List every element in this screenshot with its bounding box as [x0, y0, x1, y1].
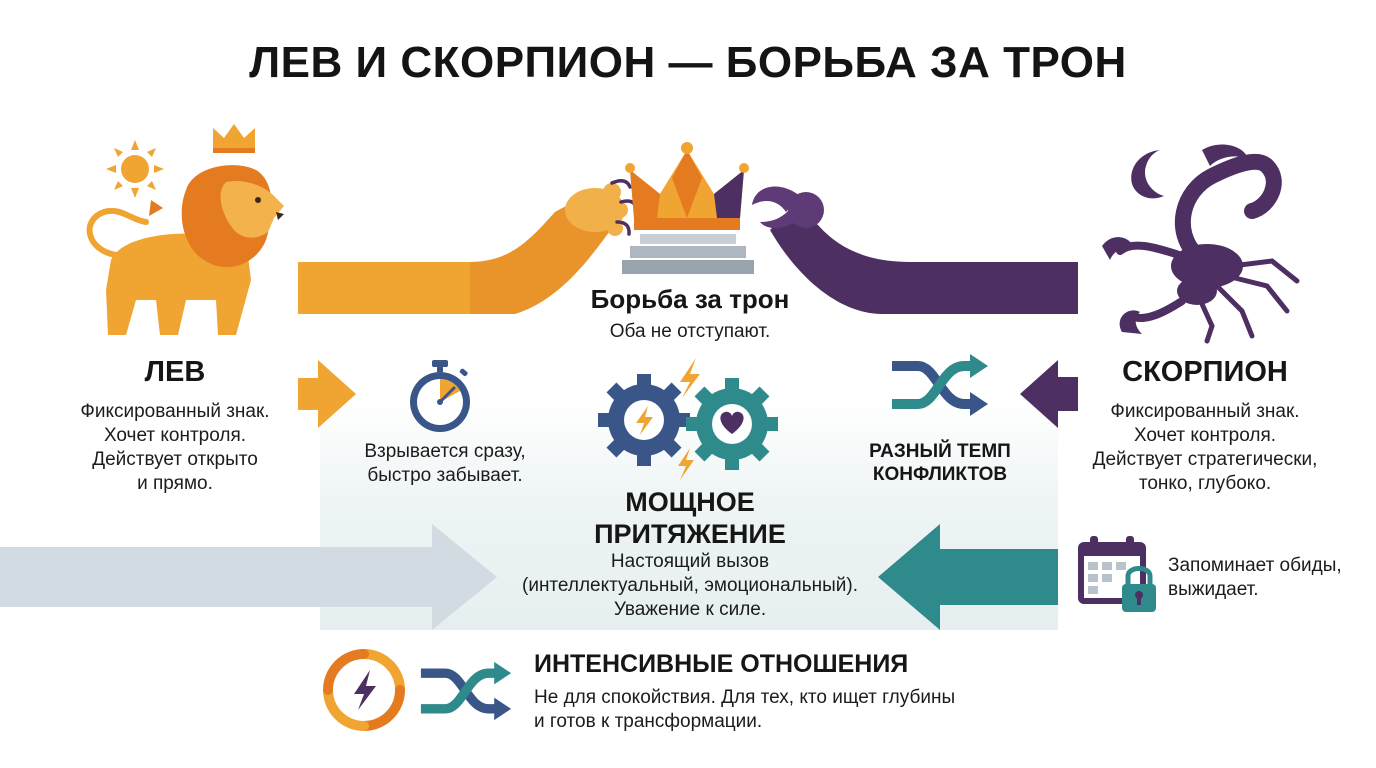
swirl-icon [323, 649, 405, 731]
tempo-label: РАЗНЫЙ ТЕМП КОНФЛИКТОВ [850, 440, 1030, 486]
leo-temper-line: Взрывается сразу, [364, 441, 526, 462]
leo-line: и прямо. [137, 473, 213, 494]
scorpion-arm [752, 186, 1078, 314]
attraction-text: Настоящий вызов (интеллектуальный, эмоци… [490, 550, 890, 622]
shuffle-icon [420, 661, 512, 721]
scorpio-line: Действует стратегически, [1092, 449, 1318, 470]
leo-name: ЛЕВ [144, 356, 206, 388]
tempo-line: РАЗНЫЙ ТЕМП [869, 441, 1011, 462]
leo-line: Хочет контроля. [103, 425, 247, 446]
stopwatch-icon [410, 360, 470, 432]
orange-small-arrow [298, 360, 356, 428]
leo-description: Фиксированный знак. Хочет контроля. Дейс… [50, 400, 300, 496]
gears-icon [598, 358, 778, 480]
leo-temper-line: быстро забывает. [367, 465, 523, 486]
attraction-title-line: ПРИТЯЖЕНИЕ [594, 519, 786, 549]
intense-line: и готов к трансформации. [534, 711, 763, 732]
scorpio-line: тонко, глубоко. [1138, 473, 1272, 494]
moon-icon [1131, 150, 1164, 199]
scorpio-memory-text: Запоминает обиды, выжидает. [1168, 554, 1368, 602]
scorpio-line: Хочет контроля. [1133, 425, 1277, 446]
leo-line: Фиксированный знак. [80, 401, 270, 422]
scorpio-memory-line: Запоминает обиды, [1168, 555, 1342, 576]
attraction-title: МОЩНОЕ ПРИТЯЖЕНИЕ [540, 486, 840, 550]
intense-title: ИНТЕНСИВНЫЕ ОТНОШЕНИЯ [534, 650, 909, 678]
leo-temper-text: Взрывается сразу, быстро забывает. [330, 440, 560, 488]
intense-text: Не для спокойствия. Для тех, кто ищет гл… [534, 686, 1054, 734]
calendar-lock-icon [1078, 536, 1156, 612]
throne-title: Борьба за трон [590, 284, 790, 314]
scorpio-memory-line: выжидает. [1168, 579, 1259, 600]
attraction-line: (интеллектуальный, эмоциональный). [522, 575, 858, 596]
lion-icon [86, 165, 284, 335]
throne-crown-icon [622, 142, 754, 274]
leo-line: Действует открыто [92, 449, 258, 470]
sun-icon [106, 140, 164, 198]
purple-small-arrow [1020, 360, 1078, 428]
lion-arm [298, 179, 639, 314]
scorpio-name: СКОРПИОН [1122, 356, 1288, 388]
attraction-line: Уважение к силе. [613, 599, 767, 620]
scorpio-line: Фиксированный знак. [1110, 401, 1300, 422]
page-title: ЛЕВ И СКОРПИОН — БОРЬБА ЗА ТРОН [249, 38, 1127, 87]
crown-icon [213, 124, 255, 153]
throne-subtitle: Оба не отступают. [609, 321, 771, 342]
shuffle-icon [892, 354, 988, 416]
scorpio-description: Фиксированный знак. Хочет контроля. Дейс… [1070, 400, 1340, 496]
teal-arrow-right [878, 524, 1058, 630]
attraction-title-line: МОЩНОЕ [625, 487, 755, 517]
attraction-line: Настоящий вызов [610, 551, 770, 572]
intense-line: Не для спокойствия. Для тех, кто ищет гл… [534, 687, 956, 708]
gray-arrow-left [0, 524, 497, 630]
scorpion-icon [1102, 144, 1300, 344]
tempo-line: КОНФЛИКТОВ [872, 464, 1008, 485]
